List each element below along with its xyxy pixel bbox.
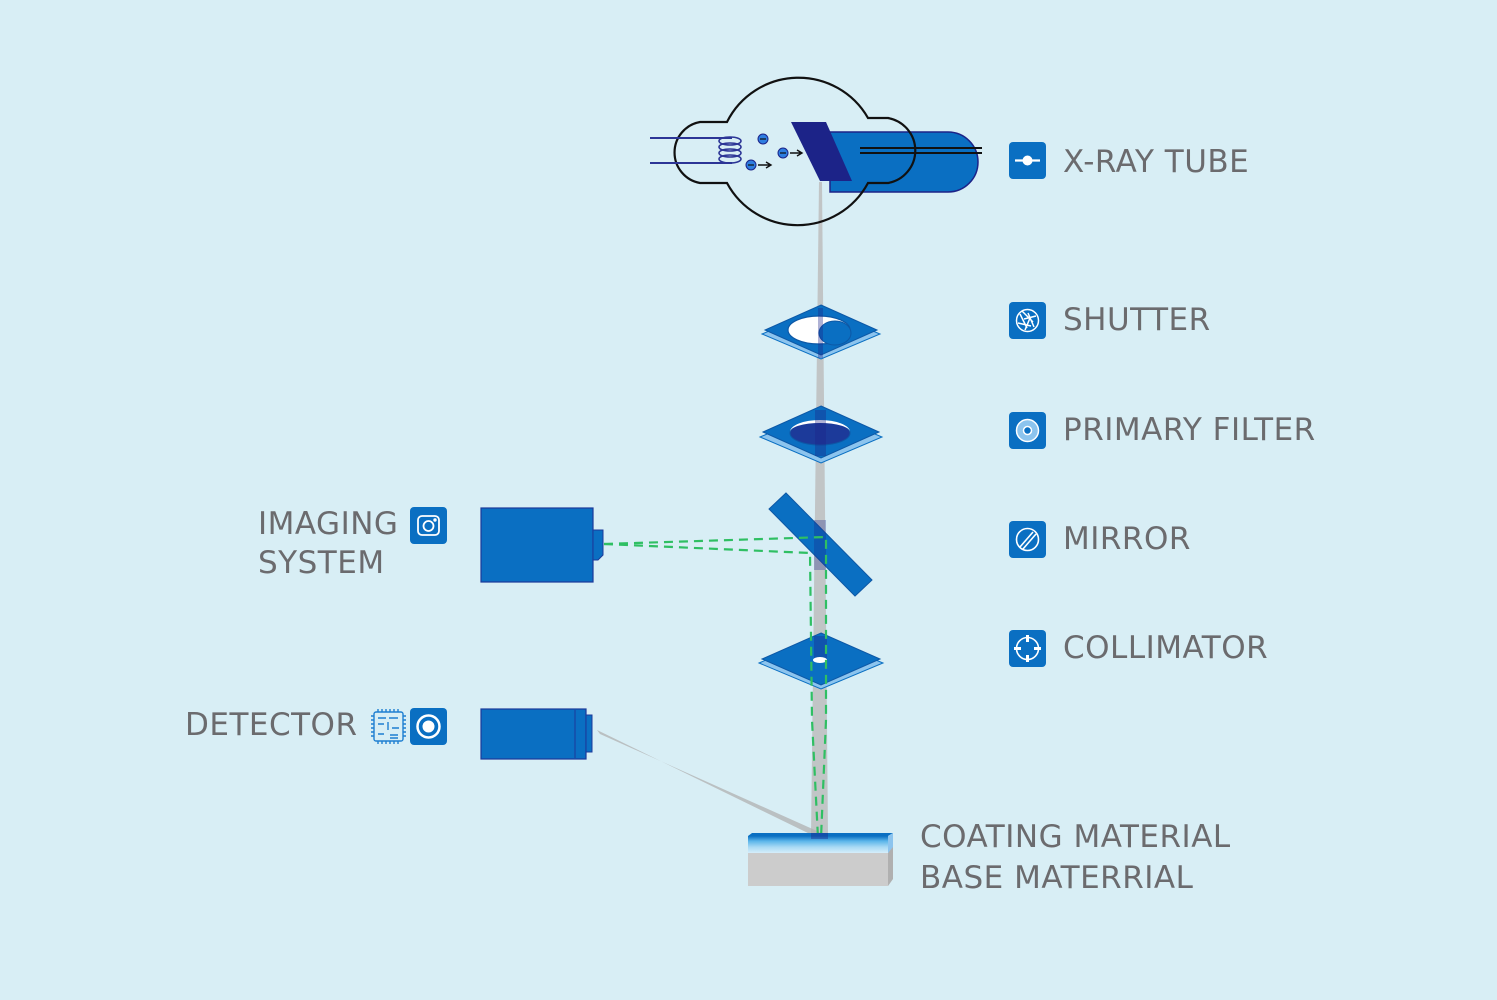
- fluorescence-beam: [597, 730, 826, 835]
- mirror: [768, 492, 873, 597]
- xray-tube: [650, 76, 982, 227]
- primary-filter: [758, 405, 884, 464]
- anode: [829, 131, 979, 193]
- xray-tube-icon: [1009, 142, 1046, 179]
- imaging-signal-path: [603, 535, 828, 839]
- glass-envelope: [673, 76, 917, 227]
- ring-icon: [1009, 412, 1046, 449]
- electrons: [745, 133, 804, 171]
- target-icon: [410, 708, 447, 745]
- label-imaging-line2: SYSTEM: [258, 545, 385, 581]
- label-imaging-line1: IMAGING: [258, 506, 399, 542]
- label-detector: DETECTOR: [185, 707, 358, 743]
- label-shutter: SHUTTER: [1063, 302, 1211, 338]
- filament-coil: [718, 136, 742, 164]
- imaging-camera: [480, 507, 604, 583]
- label-primary-filter: PRIMARY FILTER: [1063, 412, 1316, 448]
- crosshair-icon: [1009, 630, 1046, 667]
- detector-unit: [480, 708, 593, 760]
- chip-icon: [370, 708, 407, 745]
- label-coating-material: COATING MATERIAL: [920, 819, 1231, 855]
- shutter: [760, 304, 882, 360]
- anode-target: [791, 122, 852, 181]
- label-collimator: COLLIMATOR: [1063, 630, 1269, 666]
- label-mirror: MIRROR: [1063, 521, 1191, 557]
- camera-icon: [410, 507, 447, 544]
- label-xray-tube: X-RAY TUBE: [1063, 144, 1250, 180]
- collimator: [757, 632, 885, 690]
- coating-layer: [748, 836, 888, 853]
- label-base-material: BASE MATERRIAL: [920, 860, 1194, 896]
- aperture-icon: [1009, 302, 1046, 339]
- mirror-icon: [1009, 521, 1046, 558]
- sample: [748, 833, 893, 886]
